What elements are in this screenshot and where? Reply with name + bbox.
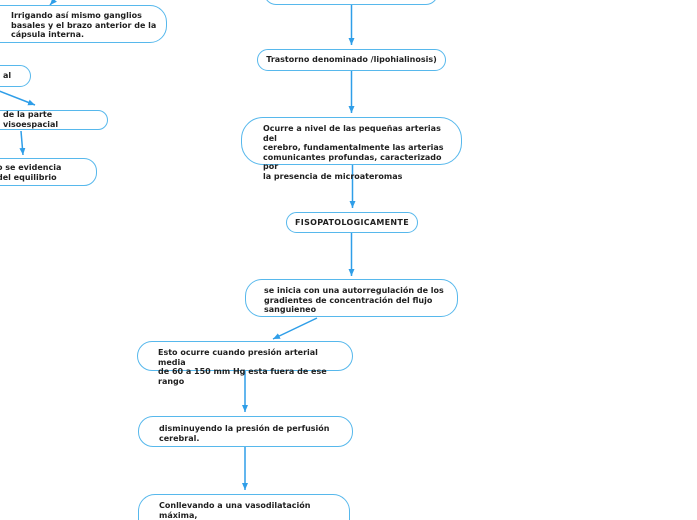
node-disminuyendo-text: disminuyendo la presión de perfusión cer… <box>159 424 330 443</box>
node-top-partial[interactable] <box>264 0 438 5</box>
node-conllevando-text: Conllevando a una vasodilatación máxima,… <box>159 501 311 520</box>
node-trastorno-text: Trastorno denominado /lipohialinosis) <box>266 55 437 65</box>
node-conllevando[interactable]: Conllevando a una vasodilatación máxima,… <box>138 494 350 520</box>
node-irrigando[interactable]: Irrigando así mismo ganglios basales y e… <box>0 5 167 43</box>
arrow-al-to-visoespacial <box>0 90 36 106</box>
node-fisiopatologicamente-text: FISOPATOLOGICAMENTE <box>295 217 409 227</box>
node-al-partial[interactable]: al <box>0 65 31 87</box>
node-equilibrio-text: o se evidencia del equilibrio <box>0 163 62 182</box>
node-esto-ocurre[interactable]: Esto ocurre cuando presión arterial medi… <box>137 341 353 386</box>
node-se-inicia[interactable]: se inicia con una autorregulación de los… <box>245 279 458 317</box>
node-esto-ocurre-text: Esto ocurre cuando presión arterial medi… <box>158 348 327 386</box>
node-ocurre-text: Ocurre a nivel de las pequeñas arterias … <box>263 124 444 181</box>
arrow-visoespacial-to-equilibrio <box>19 130 26 156</box>
node-ocurre[interactable]: Ocurre a nivel de las pequeñas arterias … <box>241 117 462 181</box>
arrow-se-inicia-to-esto-ocurre <box>272 317 318 340</box>
node-visoespacial-text: de la parte visoespacial <box>3 110 59 129</box>
node-equilibrio[interactable]: o se evidencia del equilibrio <box>0 158 97 186</box>
node-irrigando-text: Irrigando así mismo ganglios basales y e… <box>11 11 157 40</box>
node-se-inicia-text: se inicia con una autorregulación de los… <box>264 286 444 315</box>
node-visoespacial[interactable]: de la parte visoespacial <box>0 110 108 130</box>
node-fisiopatologicamente[interactable]: FISOPATOLOGICAMENTE <box>286 212 418 233</box>
node-al-partial-text: al <box>3 71 12 81</box>
node-trastorno[interactable]: Trastorno denominado /lipohialinosis) <box>257 49 446 71</box>
node-disminuyendo[interactable]: disminuyendo la presión de perfusión cer… <box>138 416 353 447</box>
